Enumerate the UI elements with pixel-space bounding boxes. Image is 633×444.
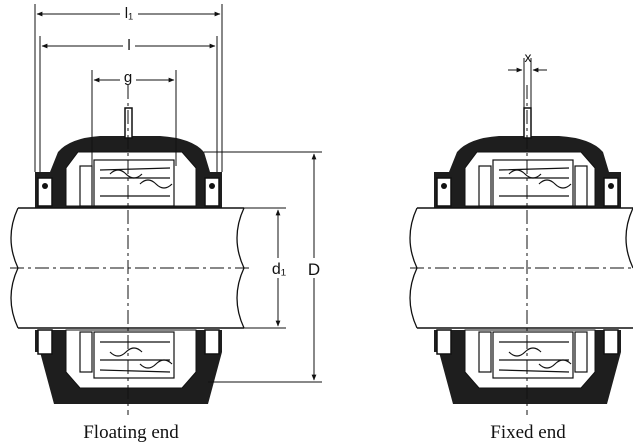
caption-floating-end: Floating end	[83, 422, 179, 443]
upper-right-seal	[204, 177, 220, 207]
floating-end-assembly: l₁ l g d₁ D	[10, 4, 324, 415]
label-l1: l₁	[125, 5, 133, 22]
label-l: l	[127, 37, 130, 54]
caption-fixed-end: Fixed end	[490, 422, 566, 443]
upper-left-seal	[37, 177, 53, 207]
upper-housing-inner	[65, 151, 197, 207]
lower-bearing-fixed	[478, 331, 588, 379]
upper-bearing-fixed	[478, 159, 588, 207]
label-g: g	[124, 69, 132, 86]
lower-bearing	[79, 331, 175, 379]
fixed-end-assembly: x	[409, 49, 633, 415]
upper-bearing	[79, 159, 175, 207]
dimension-x	[508, 58, 547, 108]
lower-housing-inner	[65, 329, 197, 389]
label-D: D	[308, 260, 320, 279]
label-x: x	[525, 49, 532, 65]
label-d1: d₁	[272, 261, 286, 278]
